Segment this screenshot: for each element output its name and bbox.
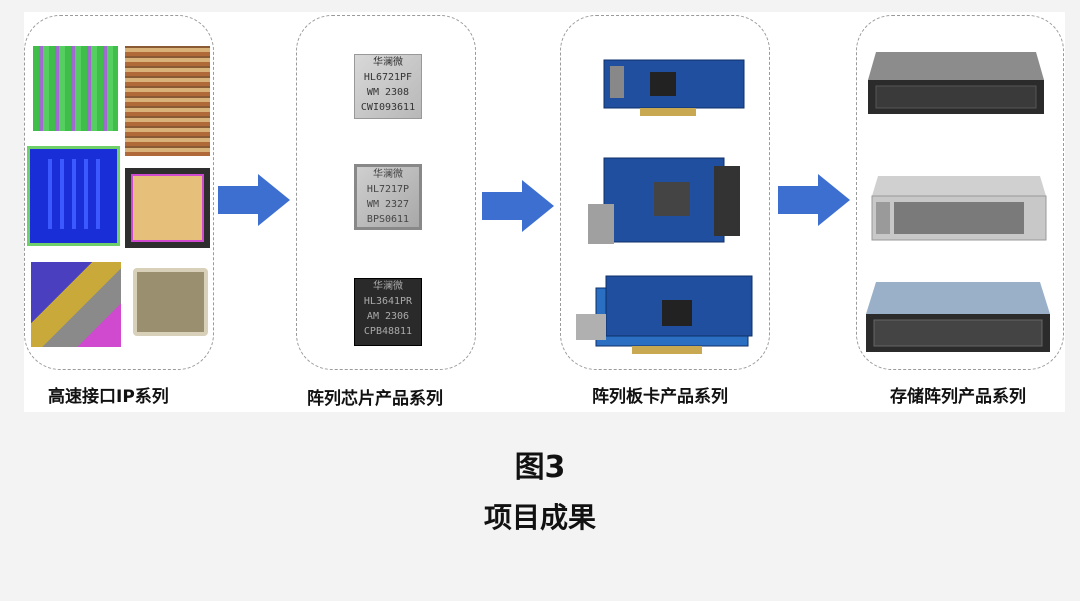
board-image-2 [588,157,740,244]
arrow-right-2 [482,180,554,232]
die-image-1 [33,46,118,131]
server-image-3 [866,282,1050,352]
figure-number: 图3 [514,450,566,485]
server-image-1 [868,52,1044,114]
die-image-6 [133,268,208,336]
group-label-board: 阵列板卡产品系列 [592,387,728,407]
arrow-right-1 [218,174,290,226]
group-label-storage: 存储阵列产品系列 [890,387,1026,407]
die-image-2 [125,46,210,156]
chip-silver-2: 华澜微 HL7217P WM 2327 BPS0611 [354,164,422,230]
group-label-chip: 阵列芯片产品系列 [307,389,443,409]
die-image-4 [125,168,210,248]
server-image-2 [871,176,1047,241]
ip-series-group [24,15,214,370]
chip-black-3: 华澜微 HL3641PR AM 2306 CPB48811 [354,278,422,346]
arrow-right-3 [778,174,850,226]
group-label-ip: 高速接口IP系列 [48,387,169,407]
board-image-3 [576,275,753,354]
chip-silver-1: 华澜微 HL6721PF WM 2308 CWI093611 [354,54,422,119]
figure-caption: 项目成果 [483,501,596,534]
diagram-canvas: 高速接口IP系列 华澜微 HL6721PF WM 2308 CWI093611 … [24,12,1065,412]
die-image-3 [27,146,120,246]
die-image-5 [31,262,121,347]
board-image-1 [603,59,745,116]
